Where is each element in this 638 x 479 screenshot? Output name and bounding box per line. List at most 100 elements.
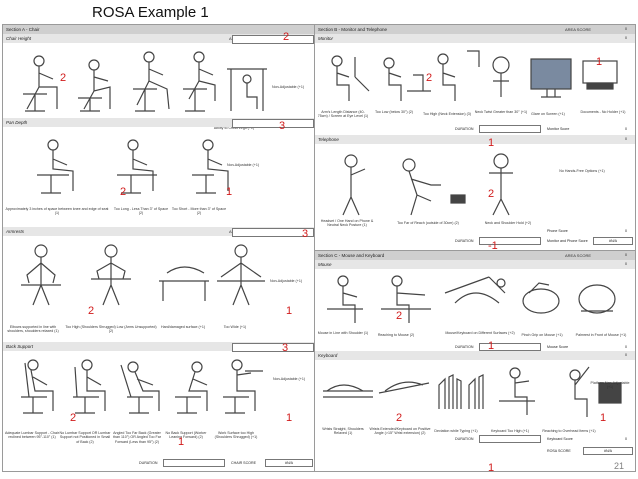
back-support-figures xyxy=(7,357,263,417)
mouse-duration-box[interactable] xyxy=(479,343,541,351)
chair-score-box: #N/A xyxy=(265,459,313,467)
telephone-label: Telephone xyxy=(315,135,635,144)
mouse-illustration xyxy=(327,275,616,323)
pan-depth-figures xyxy=(23,137,253,197)
monitor-score-label: Monitor Score xyxy=(547,127,570,131)
telephone-top-score: 0 xyxy=(625,137,627,141)
section-c-mouse-keyboard: Section C - Mouse and Keyboard AREA SCOR… xyxy=(314,250,636,472)
annotation-pan-depth-a: 2 xyxy=(120,186,127,198)
chair-duration-label: DURATION xyxy=(139,461,158,465)
chair-duration-box[interactable] xyxy=(163,459,225,467)
armrests-caption-4: Too Wide (+1) xyxy=(223,325,247,329)
annotation-armrest-b: 1 xyxy=(286,305,293,317)
mouse-score-value: 0 xyxy=(625,345,627,349)
armrests-figures xyxy=(9,241,269,311)
back-support-caption-4: No Back Support (Worker Leaning Forward)… xyxy=(165,431,207,440)
keyboard-score-value: 0 xyxy=(625,437,627,441)
annotation-pan-depth-area: 3 xyxy=(279,120,286,132)
keyboard-label: Keyboard xyxy=(315,351,635,360)
telephone-caption-2: Too Far of Reach (outside of 30cm) (2) xyxy=(397,221,459,225)
annotation-chair-height-area: 2 xyxy=(283,31,290,43)
section-b-monitor-telephone: Section B - Monitor and Telephone AREA S… xyxy=(314,24,636,252)
mouse-duration-label: DURATION xyxy=(455,345,474,349)
annotation-keyboard-a: 2 xyxy=(396,412,403,424)
keyboard-caption-5: Reaching to Overhead Items (+1) xyxy=(542,429,596,433)
chair-score-label: CHAIR SCORE xyxy=(231,461,256,465)
mouse-top-score: 0 xyxy=(625,262,627,266)
mouse-caption-4: Pinch Grip on Mouse (+1) xyxy=(521,333,563,337)
mouse-caption-1: Mouse in Line with Shoulder (1) xyxy=(317,331,369,335)
chair-height-illustration xyxy=(23,51,267,112)
monitor-score-value: 0 xyxy=(625,127,627,131)
monitor-duration-label: DURATION xyxy=(455,127,474,131)
mouse-caption-5: Palmrest in Front of Mouse (+1) xyxy=(575,333,627,337)
monitor-caption-6: Documents - No Holder (+1) xyxy=(580,110,626,114)
pan-depth-caption-1: Approximately 3 inches of space between … xyxy=(5,207,109,216)
chair-height-figures xyxy=(7,49,312,119)
annotation-armrest-a: 2 xyxy=(88,305,95,317)
section-a-chair: Section A - Chair Chair Height AREA SCOR… xyxy=(2,24,317,472)
keyboard-duration-label: DURATION xyxy=(455,437,474,441)
monitor-caption-3: Too High (Neck Extension) (3) xyxy=(423,112,471,116)
pan-depth-caption-2: Too Long - Less Than 3" of Space (2) xyxy=(113,207,169,216)
annotation-keyboard-b: 1 xyxy=(600,412,607,424)
back-support-score-box[interactable] xyxy=(232,343,314,352)
monitor-label: Monitor xyxy=(315,34,635,43)
annotation-chair-duration: 1 xyxy=(178,436,185,448)
pan-depth-illustration xyxy=(37,139,229,194)
annotation-back-area: 3 xyxy=(282,342,289,354)
back-support-caption-6: Non-Adjustable (+1) xyxy=(272,377,306,381)
monitor-phone-score-box: #N/A xyxy=(593,237,633,245)
armrests-caption-3: Hard/damaged surface (+1) xyxy=(160,325,206,329)
mouse-score-label: Mouse Score xyxy=(547,345,569,349)
monitor-duration-box[interactable] xyxy=(479,125,541,133)
keyboard-caption-2: Wrists Extended/Keyboard on Positive Ang… xyxy=(369,427,431,436)
keyboard-caption-1: Wrists Straight, Shoulders Relaxed (1) xyxy=(322,427,364,436)
monitor-phone-score-label: Monitor and Phone Score xyxy=(547,239,588,243)
rosa-score-label: ROSA SCORE xyxy=(547,449,571,453)
section-a-header: Section A - Chair xyxy=(3,25,316,34)
monitor-top-score: 0 xyxy=(625,36,627,40)
pan-depth-label: Pan Depth xyxy=(3,118,316,127)
back-support-caption-5: Work Surface too High (Shoulders Shrugge… xyxy=(214,431,258,440)
armrests-illustration xyxy=(21,244,265,306)
phone-duration-box[interactable] xyxy=(479,237,541,245)
telephone-illustration xyxy=(342,153,513,216)
armrests-label: Armrests xyxy=(3,227,316,236)
chair-height-caption-6: Non-Adjustable (+1) xyxy=(271,85,305,89)
armrests-caption-1: Elbows supported in line with shoulders,… xyxy=(7,325,59,334)
annotation-monitor-duration: 1 xyxy=(488,137,495,149)
annotation-keyboard-duration: 1 xyxy=(488,462,495,474)
section-b-area-score-value: 0 xyxy=(625,27,627,31)
chair-height-score-box[interactable] xyxy=(232,35,314,44)
keyboard-figures xyxy=(319,363,631,423)
annotation-phone-duration: -1 xyxy=(488,240,498,252)
back-support-illustration xyxy=(21,359,263,414)
annotation-armrest-area: 3 xyxy=(302,228,309,240)
annotation-mouse-duration: 1 xyxy=(488,340,495,352)
section-b-header: Section B - Monitor and Telephone xyxy=(315,25,635,34)
page-title: ROSA Example 1 xyxy=(92,4,209,21)
telephone-caption-3: Neck and Shoulder Hold (+2) xyxy=(484,221,532,225)
section-c-header: Section C - Mouse and Keyboard xyxy=(315,251,635,260)
pan-depth-caption-4: Non-Adjustable (+1) xyxy=(226,163,260,167)
mouse-figures xyxy=(319,271,631,329)
keyboard-score-label: Keyboard Score xyxy=(547,437,573,441)
annotation-pan-depth-b: 1 xyxy=(226,186,233,198)
phone-score-value: 0 xyxy=(625,229,627,233)
armrests-caption-2: Too High (Shoulders Shrugged) Low (Arms … xyxy=(65,325,157,334)
keyboard-caption-6: Platform Non-Adjustable (+1) xyxy=(590,381,630,390)
annotation-monitor-a: 2 xyxy=(426,72,433,84)
monitor-caption-2: Too Low (below 30°) (2) xyxy=(375,110,413,114)
keyboard-illustration xyxy=(323,366,622,417)
monitor-illustration xyxy=(331,50,618,101)
annotation-phone-a: 2 xyxy=(488,188,495,200)
armrests-score-box[interactable] xyxy=(232,228,314,237)
monitor-caption-1: Arm's Length Distance (40-75cm) / Screen… xyxy=(317,110,369,119)
pan-depth-score-box[interactable] xyxy=(232,119,314,128)
back-support-caption-3: Angled Too Far Back (Greater than 110°) … xyxy=(113,431,161,444)
armrests-caption-5: Non-Adjustable (+1) xyxy=(269,279,303,283)
keyboard-duration-box[interactable] xyxy=(479,435,541,443)
phone-score-label: Phone Score xyxy=(547,229,568,233)
annotation-mouse-a: 2 xyxy=(396,310,403,322)
